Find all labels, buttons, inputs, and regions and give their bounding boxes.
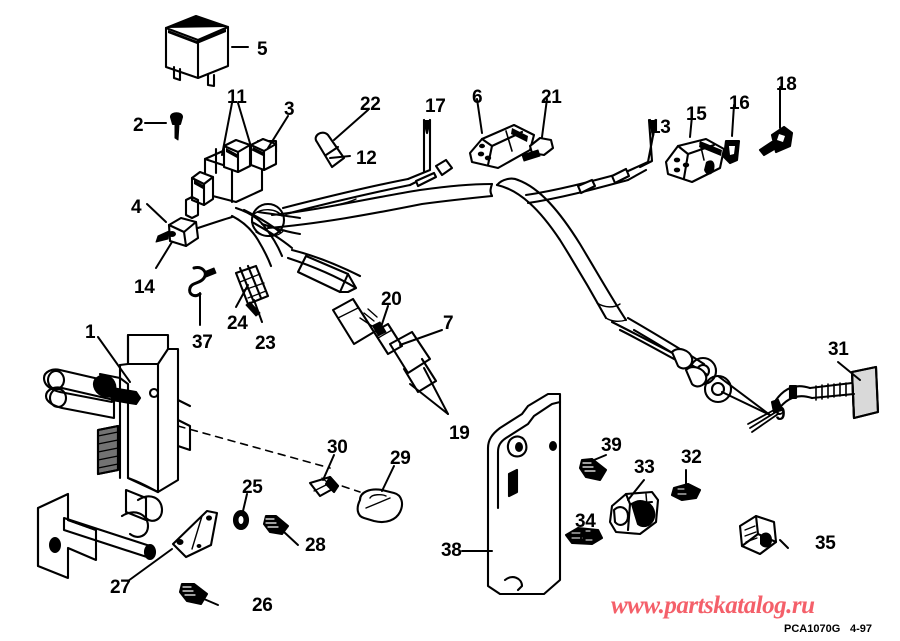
harness-branch-13 (524, 118, 658, 205)
callout-24: 24 (227, 313, 248, 334)
part-connector-33 (608, 490, 660, 536)
callout-4: 4 (131, 197, 142, 218)
part-terminal-pin-34 (564, 526, 604, 546)
part-screw-39 (578, 457, 608, 482)
callout-35: 35 (815, 533, 836, 554)
harness-trunk-main (495, 177, 628, 323)
callout-2: 2 (133, 115, 144, 136)
part-screw-26 (178, 582, 209, 606)
callout-12: 12 (356, 148, 377, 169)
harness-fan-center (230, 202, 302, 268)
callout-32: 32 (681, 447, 702, 468)
callout-37: 37 (192, 332, 213, 353)
part-grommet-4 (155, 215, 234, 248)
callout-21: 21 (541, 87, 562, 108)
part-screw-2 (169, 112, 184, 141)
callout-23: 23 (255, 333, 276, 354)
callout-25: 25 (242, 477, 263, 498)
callout-29: 29 (390, 448, 411, 469)
part-connector-6 (468, 123, 536, 170)
callout-34: 34 (575, 511, 596, 532)
callout-9: 9 (775, 404, 786, 425)
callout-11: 11 (227, 87, 247, 108)
site-watermark: www.partskatalog.ru (611, 592, 815, 619)
callout-19: 19 (449, 423, 470, 444)
callout-26: 26 (252, 595, 273, 616)
callout-18: 18 (776, 74, 797, 95)
part-clip-18 (758, 125, 794, 157)
part-capped-lead-22 (314, 131, 346, 169)
callout-39: 39 (601, 435, 622, 456)
callout-7: 7 (443, 313, 454, 334)
callout-16: 16 (729, 93, 750, 114)
callout-31: 31 (828, 339, 849, 360)
callout-30: 30 (327, 437, 348, 458)
callout-15: 15 (686, 104, 707, 125)
part-screw-28 (262, 514, 290, 536)
callout-17: 17 (425, 96, 446, 117)
part-connector-19 (331, 297, 438, 394)
callout-1: 1 (85, 322, 96, 343)
part-connector-15 (664, 137, 726, 184)
part-terminal-21 (521, 136, 555, 162)
part-relay-5 (164, 14, 230, 88)
callout-22: 22 (360, 94, 381, 115)
part-clip-37 (188, 266, 217, 298)
part-code-label: PCA1070G (784, 623, 841, 635)
harness-branch-17 (281, 118, 454, 216)
revision-date-label: 4-97 (850, 623, 873, 635)
callout-27: 27 (110, 577, 131, 598)
part-ring-terminals-9 (610, 316, 733, 404)
harness-trunk-upper (266, 182, 494, 230)
part-terminal-32 (670, 482, 702, 502)
part-nut-35 (738, 514, 778, 556)
callout-38: 38 (441, 540, 462, 561)
part-retainer-27 (171, 509, 219, 559)
harness-lead-right (286, 248, 362, 294)
callout-3: 3 (284, 99, 295, 120)
callout-6: 6 (472, 87, 483, 108)
part-bracket-assembly-1 (36, 333, 192, 580)
callout-20: 20 (381, 289, 402, 310)
callout-13: 13 (650, 117, 671, 138)
part-cover-panel-38 (486, 392, 562, 596)
part-clamp-29 (356, 488, 404, 524)
callout-14: 14 (134, 277, 155, 298)
callout-28: 28 (305, 535, 326, 556)
part-wedge-16 (722, 139, 741, 165)
callout-5: 5 (257, 39, 268, 60)
part-washer-25 (232, 509, 250, 531)
callout-33: 33 (634, 457, 655, 478)
